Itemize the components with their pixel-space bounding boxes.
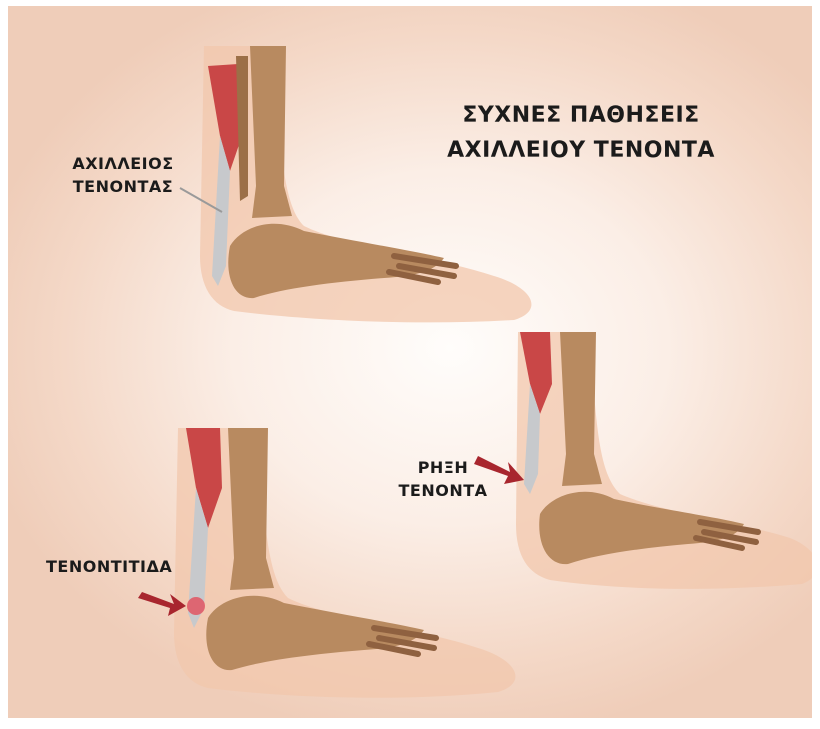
achilles-tendon-label: ΑΧΙΛΛΕΙΟΣ ΤΕΝΟΝΤΑΣ — [66, 152, 180, 198]
tibia-bone — [228, 428, 274, 590]
tibia-bone — [560, 332, 602, 486]
inflamed-tendon-spot — [187, 597, 205, 615]
foot-illustration-healthy — [194, 36, 564, 326]
tendinitis-label: ΤΕΝΟΝΤΙΤΙΔΑ — [46, 555, 172, 578]
achilles-label-line-1: ΑΧΙΛΛΕΙΟΣ — [66, 152, 180, 175]
diagram-canvas: ΣΥΧΝΕΣ ΠΑΘΗΣΕΙΣ ΑΧΙΛΛΕΙΟΥ ΤΕΝΟΝΤΑ ΑΧΙΛΛΕ… — [8, 6, 812, 718]
achilles-label-line-2: ΤΕΝΟΝΤΑΣ — [66, 175, 180, 198]
foot-illustration-rupture — [510, 324, 812, 594]
